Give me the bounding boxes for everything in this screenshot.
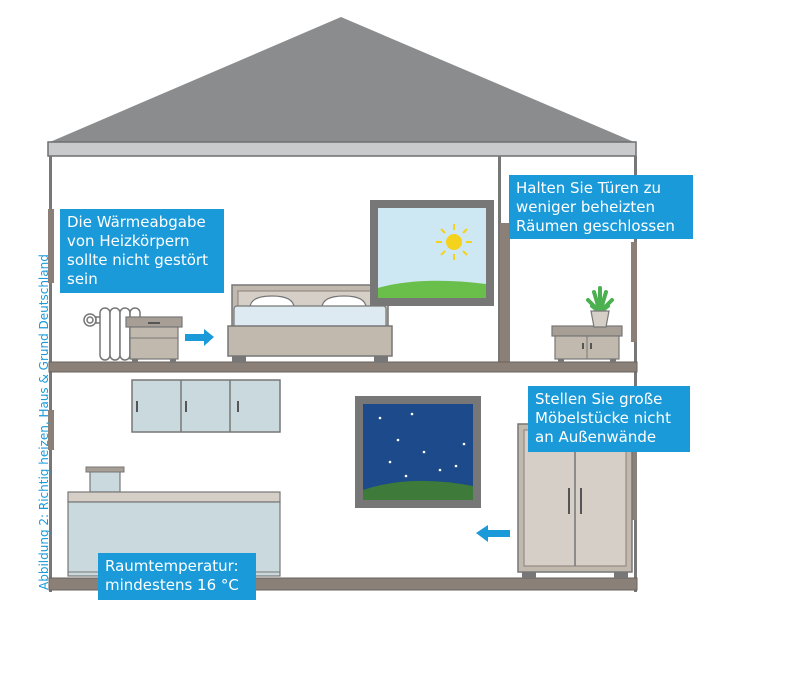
roof [50, 17, 634, 142]
doors-callout-line: weniger beheizten [516, 198, 655, 216]
bed [227, 284, 393, 363]
left-wall [49, 156, 52, 592]
arrow-right-icon [185, 329, 214, 346]
heater-callout-line: Die Wärmeabgabe [67, 213, 206, 231]
furniture-callout-line: an Außenwände [535, 428, 657, 446]
wall-plate-right-lower [631, 440, 637, 520]
day-window [370, 200, 494, 306]
heater-callout: Die Wärmeabgabe von Heizkörpern sollte n… [60, 209, 224, 293]
nightstand-left [125, 316, 183, 363]
radiator [83, 307, 141, 361]
temperature-callout-line: mindestens 16 °C [105, 576, 239, 594]
roof-eave [47, 141, 637, 157]
heater-callout-line: sein [67, 270, 98, 288]
wall-plate-left-upper [48, 209, 54, 283]
heater-callout-line: sollte nicht gestört [67, 251, 208, 269]
wall-cabinets [131, 379, 281, 433]
furniture-callout-line: Stellen Sie große [535, 390, 663, 408]
doors-callout-line: Halten Sie Türen zu [516, 179, 662, 197]
upper-floor [48, 361, 638, 373]
figure-caption: Abbildung 2: Richtig heizen, Haus & Grun… [37, 254, 51, 590]
furniture-callout-line: Möbelstücke nicht [535, 409, 671, 427]
doors-callout-line: Räumen geschlossen [516, 217, 675, 235]
temperature-callout-line: Raumtemperatur: [105, 557, 239, 575]
sun-icon [436, 224, 472, 260]
wall-plate-left-lower [48, 410, 54, 450]
night-window [355, 396, 481, 508]
partition-wall [498, 156, 501, 366]
arrow-left-icon [476, 525, 510, 542]
temperature-callout: Raumtemperatur: mindestens 16 °C [98, 553, 256, 600]
side-cabinet [551, 325, 623, 363]
wall-plate-right-upper [631, 242, 637, 342]
heater-callout-line: von Heizkörpern [67, 232, 190, 250]
furniture-callout: Stellen Sie große Möbelstücke nicht an A… [528, 386, 690, 452]
door-edge [500, 223, 510, 365]
plant-icon [586, 286, 614, 328]
doors-callout: Halten Sie Türen zu weniger beheizten Rä… [509, 175, 693, 239]
right-wall [634, 156, 637, 592]
